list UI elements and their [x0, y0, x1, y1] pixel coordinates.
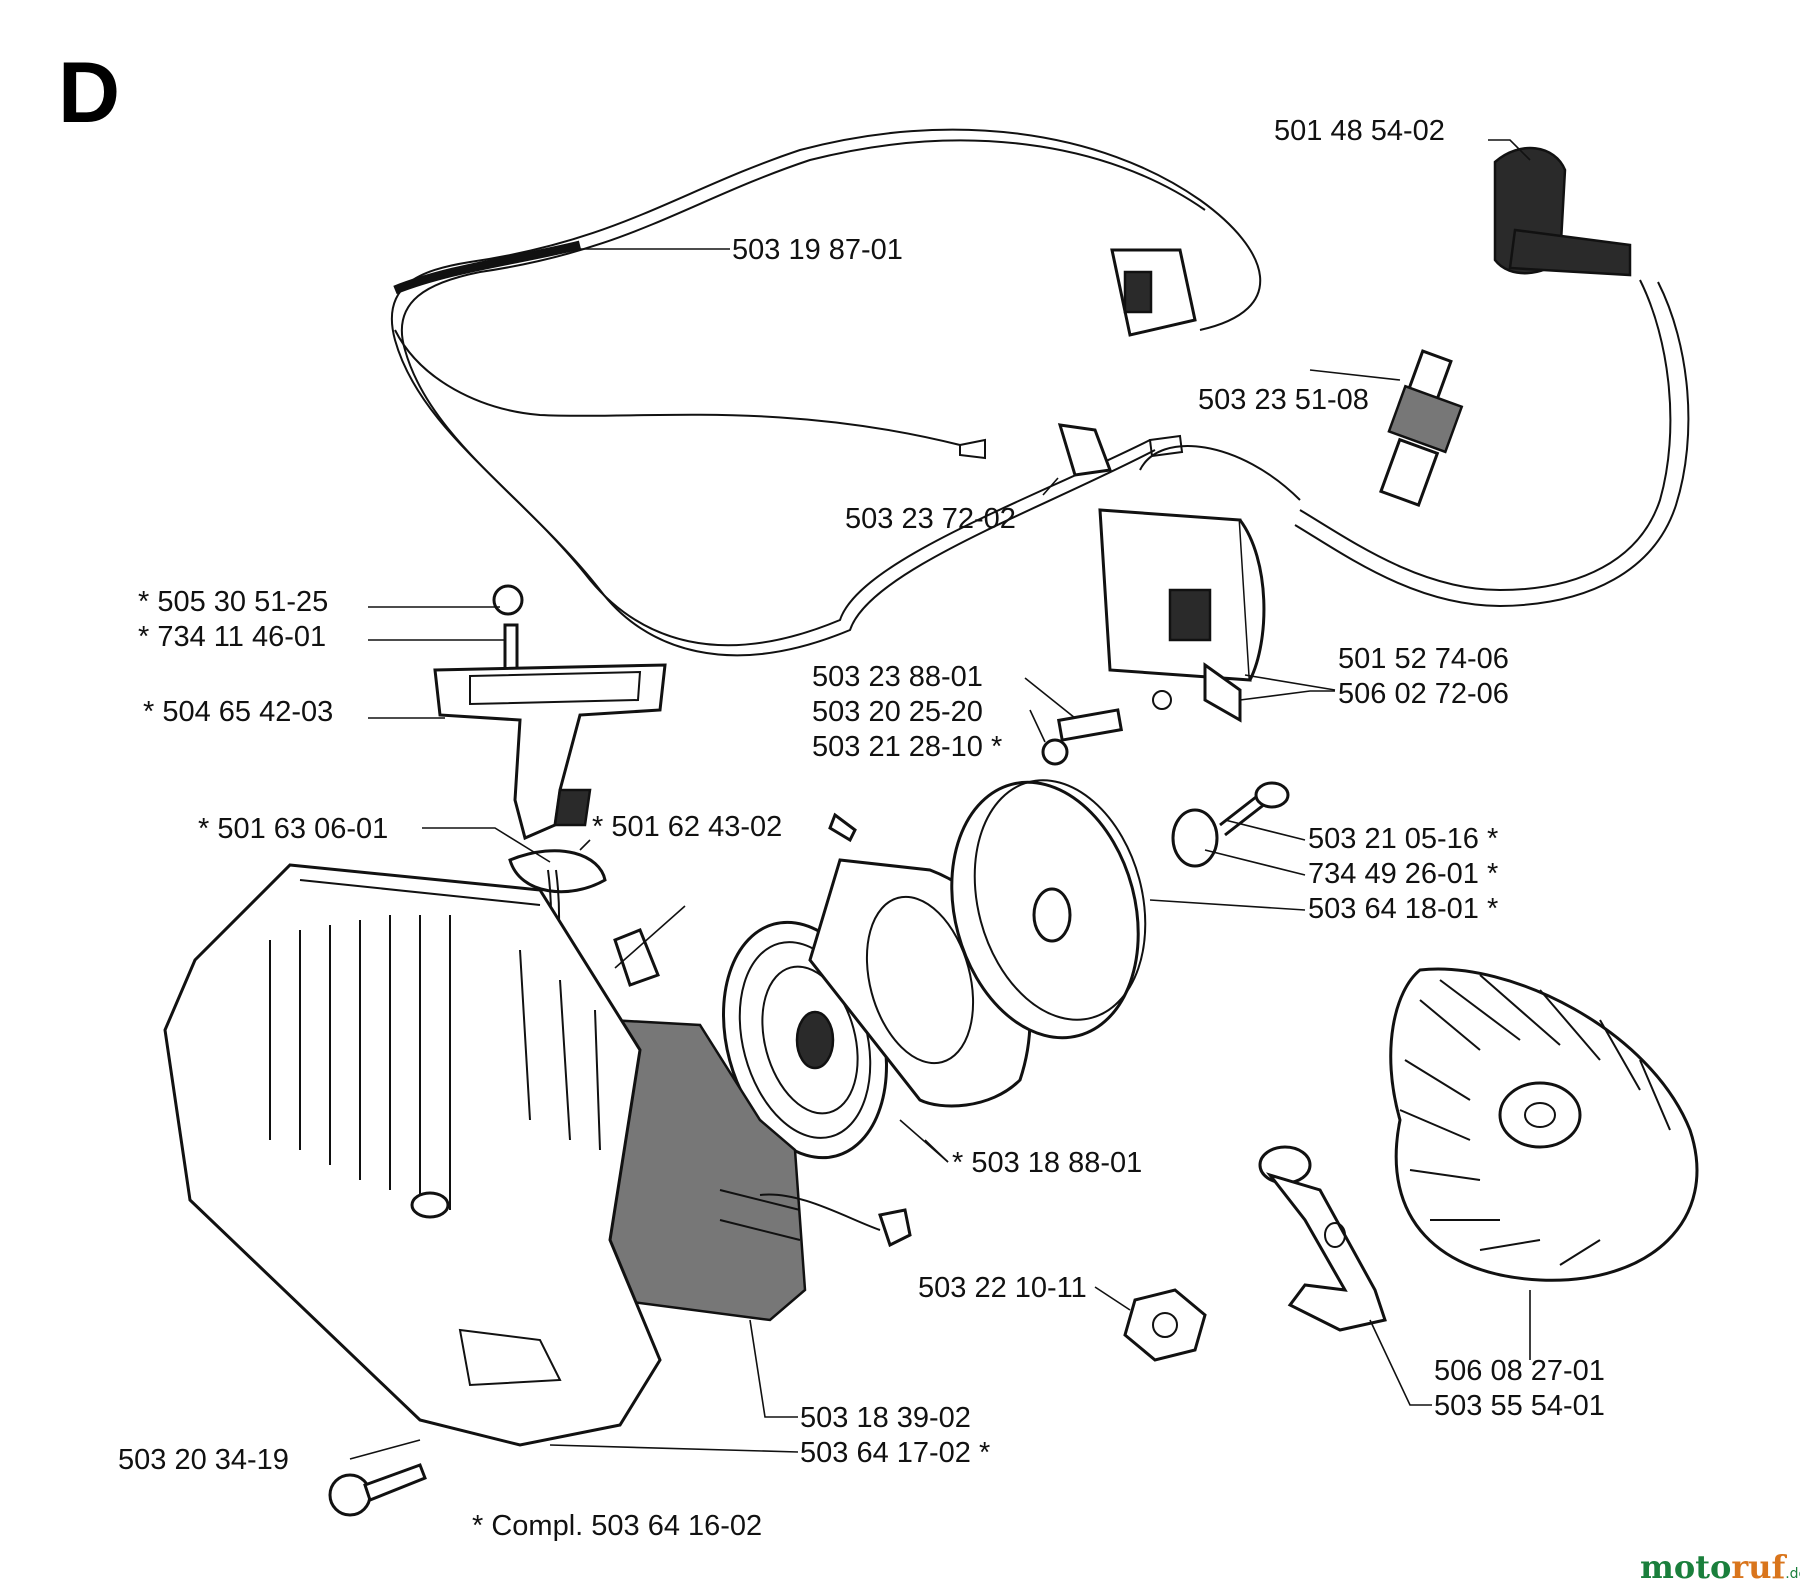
- watermark-logo: motoruf.de: [1640, 1548, 1800, 1586]
- part-label: * 503 18 88-01: [952, 1147, 1142, 1179]
- part-labels: 501 48 54-02 503 19 87-01 503 23 51-08 5…: [118, 115, 1605, 1476]
- rope-pulley: [950, 779, 1147, 1040]
- spark-plug: [1379, 349, 1464, 507]
- watermark-part1: moto: [1640, 1548, 1731, 1586]
- part-label: 501 48 54-02: [1274, 115, 1445, 147]
- part-label: 503 23 88-01: [812, 661, 983, 693]
- part-label: 734 49 26-01 *: [1308, 858, 1498, 890]
- part-label: 501 52 74-06: [1338, 643, 1509, 675]
- part-label: 503 20 34-19: [118, 1444, 289, 1476]
- rope-guide-bushing: [613, 928, 660, 987]
- wire-harness: [390, 128, 1261, 657]
- terminal-clip: [1057, 423, 1113, 477]
- ignition-module: [1098, 445, 1301, 723]
- part-label: * 501 62 43-02: [592, 811, 782, 843]
- part-label: 503 23 51-08: [1198, 384, 1369, 416]
- starter-handle: [433, 584, 667, 841]
- part-label: 503 23 72-02: [845, 503, 1016, 535]
- part-label: * 501 63 06-01: [198, 813, 388, 845]
- watermark-suffix: .de: [1785, 1566, 1800, 1582]
- part-label: 503 20 25-20: [812, 696, 983, 728]
- part-label: 506 08 27-01: [1434, 1355, 1605, 1387]
- part-label: 506 02 72-06: [1338, 678, 1509, 710]
- pulley-screw: [1171, 781, 1290, 868]
- part-label: 503 21 28-10 *: [812, 731, 1002, 763]
- part-label: 503 22 10-11: [918, 1272, 1087, 1304]
- leader-lines: [349, 139, 1531, 1460]
- module-screw: [1041, 708, 1124, 766]
- svg-text:motoruf.de: motoruf.de: [1640, 1548, 1800, 1586]
- flywheel-nut: [1123, 1288, 1207, 1362]
- housing-screw: [328, 1463, 427, 1517]
- plate-screw: [828, 812, 857, 843]
- part-label: 503 21 05-16 *: [1308, 823, 1498, 855]
- part-label: * 505 30 51-25: [138, 586, 328, 618]
- part-label: 503 64 18-01 *: [1308, 893, 1498, 925]
- watermark-part2: ruf: [1731, 1548, 1787, 1586]
- section-letter: D: [58, 45, 120, 141]
- part-label: * 504 65 42-03: [143, 696, 333, 728]
- flywheel: [1389, 967, 1699, 1282]
- stop-switch: [1110, 248, 1197, 337]
- part-label: 503 64 17-02 *: [800, 1437, 990, 1469]
- spark-plug-boot: [1294, 146, 1690, 608]
- part-label: * 734 11 46-01: [138, 621, 326, 653]
- ground-lead: [759, 1193, 912, 1248]
- starter-pawl: [1258, 1145, 1387, 1332]
- fan-cover: [163, 863, 662, 1447]
- part-label: 503 18 39-02: [800, 1402, 971, 1434]
- part-label: 503 19 87-01: [732, 234, 903, 266]
- footnote: * Compl. 503 64 16-02: [472, 1510, 762, 1542]
- part-label: 503 55 54-01: [1434, 1390, 1605, 1422]
